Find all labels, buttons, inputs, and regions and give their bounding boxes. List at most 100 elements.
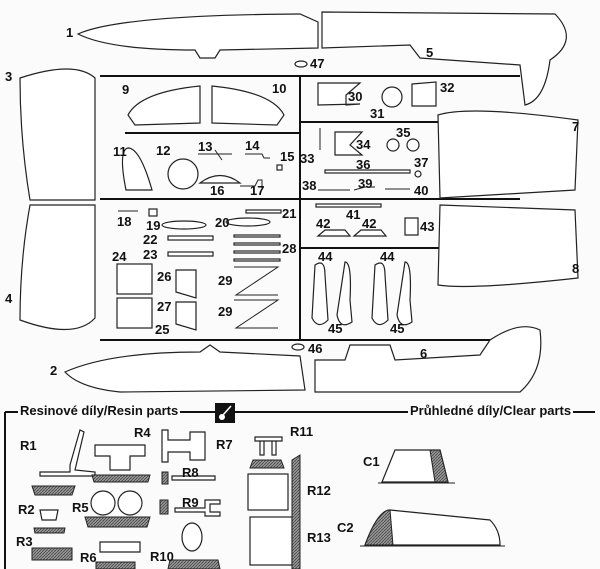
part-label-29b: 29 [218, 304, 233, 319]
part-label-44b: 44 [380, 249, 395, 264]
part-label-6: 6 [420, 346, 428, 361]
resin-label-r4: R4 [134, 425, 151, 440]
part-3-wing-upper-left [19, 68, 96, 201]
part-c1-frame [429, 449, 449, 483]
part-r10-casting [167, 559, 221, 569]
resin-label-r13: R13 [307, 530, 331, 545]
part-label-18: 18 [117, 214, 132, 229]
part-r4-casting [91, 474, 151, 483]
part-21 [245, 209, 282, 214]
part-r5-wheel-a [90, 490, 116, 516]
resin-label-r10: R10 [150, 549, 174, 564]
part-label-9: 9 [122, 82, 130, 97]
part-label-42a: 42 [316, 216, 331, 231]
part-46 [291, 343, 305, 351]
part-44-45c [371, 262, 389, 326]
part-29a [234, 266, 280, 296]
part-label-28: 28 [282, 241, 297, 256]
part-r6 [99, 541, 141, 553]
part-36 [324, 169, 411, 174]
part-r6-casting [95, 561, 136, 569]
part-14 [245, 153, 270, 159]
part-label-15: 15 [280, 149, 295, 164]
part-44-45a [311, 262, 329, 326]
part-24 [116, 263, 153, 295]
part-label-25: 25 [155, 322, 170, 337]
part-c2-frame [364, 509, 394, 546]
part-28 [233, 234, 281, 262]
part-label-32: 32 [440, 80, 455, 95]
part-label-17: 17 [250, 183, 265, 198]
part-label-47: 47 [310, 56, 325, 71]
part-4-wing-lower-left [19, 204, 96, 331]
part-label-5: 5 [426, 45, 434, 60]
clear-parts-heading: Průhledné díly/Clear parts [408, 403, 574, 418]
part-r1-casting [31, 485, 76, 496]
part-42b [352, 229, 388, 237]
resin-label-r5: R5 [72, 500, 89, 515]
part-20b [225, 217, 271, 227]
part-label-44a: 44 [318, 249, 333, 264]
part-label-10: 10 [272, 81, 287, 96]
part-43 [404, 217, 419, 236]
part-label-22: 22 [143, 232, 158, 247]
part-5-fuselage-rear-left [321, 11, 567, 106]
part-label-19: 19 [146, 218, 161, 233]
part-label-29a: 29 [218, 273, 233, 288]
part-41 [315, 203, 382, 208]
part-r4-engine [94, 444, 146, 471]
part-label-39: 39 [358, 176, 373, 191]
part-r8 [171, 475, 216, 481]
part-label-34: 34 [356, 137, 371, 152]
part-label-20: 20 [215, 215, 230, 230]
part-39 [353, 186, 375, 191]
part-r5-wheel-b [117, 490, 143, 516]
resin-label-r8: R8 [182, 465, 199, 480]
part-20 [161, 220, 207, 230]
resin-label-r1: R1 [20, 438, 37, 453]
part-label-23: 23 [143, 247, 158, 262]
resin-label-r12: R12 [307, 483, 331, 498]
part-12 [167, 158, 199, 190]
part-25 [116, 297, 153, 329]
part-label-43: 43 [420, 219, 435, 234]
part-label-4: 4 [5, 291, 13, 306]
part-r11 [254, 436, 283, 456]
part-1-fuselage-left [76, 13, 319, 59]
part-label-30: 30 [348, 89, 363, 104]
part-30 [317, 82, 362, 106]
part-37 [414, 170, 422, 178]
part-label-40: 40 [414, 183, 429, 198]
part-r3 [31, 547, 73, 561]
part-label-37: 37 [414, 155, 429, 170]
part-35b [406, 138, 420, 152]
part-label-35: 35 [396, 125, 411, 140]
part-r1-seat [39, 429, 96, 477]
part-r12 [247, 473, 289, 511]
resin-label-r11: R11 [290, 424, 314, 439]
part-label-12: 12 [156, 143, 171, 158]
part-r8-casting [161, 471, 169, 485]
part-23 [167, 251, 214, 257]
part-17 [240, 179, 263, 190]
part-16 [198, 174, 242, 184]
part-label-45a: 45 [328, 321, 343, 336]
part-15 [276, 164, 283, 171]
part-r13 [249, 516, 293, 566]
resin-label-r3: R3 [16, 534, 33, 549]
resin-label-r9: R9 [182, 495, 199, 510]
part-label-7: 7 [572, 119, 580, 134]
resin-label-r7: R7 [216, 437, 233, 452]
part-7-wing-upper-right [437, 110, 579, 199]
part-11 [121, 147, 153, 191]
part-label-36: 36 [356, 157, 371, 172]
part-label-11: 11 [113, 144, 127, 159]
part-label-27: 27 [157, 299, 172, 314]
part-r9 [174, 499, 221, 517]
part-13 [198, 149, 232, 161]
part-r2 [39, 509, 59, 521]
part-r11-casting [249, 459, 285, 469]
part-label-21: 21 [282, 206, 297, 221]
part-22 [167, 235, 214, 241]
